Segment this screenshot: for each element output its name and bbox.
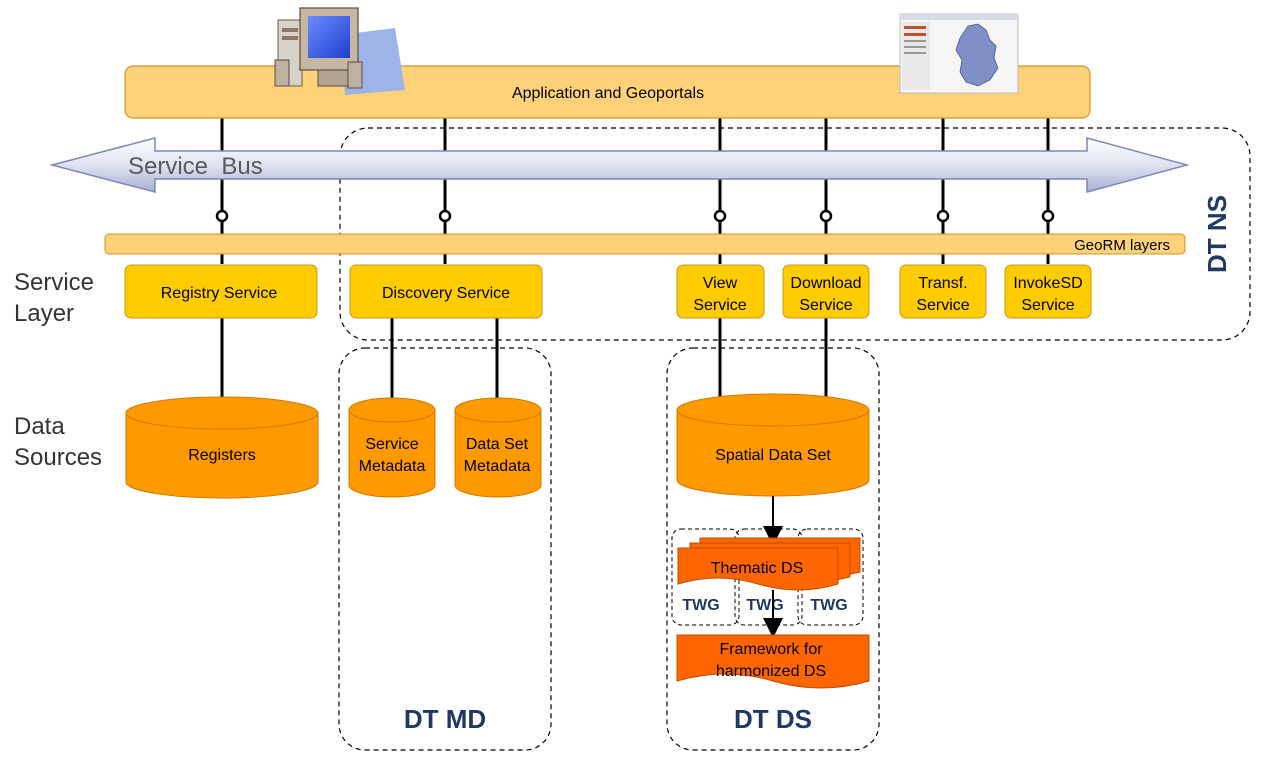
transf-service-box: [899, 264, 987, 319]
data-set-metadata-label-line2: Metadata: [464, 458, 531, 475]
geoportal-map-screenshot-icon: [899, 13, 1019, 94]
dt-ns-label: DT NS: [1202, 195, 1232, 273]
service-bus-arrow: [49, 137, 1190, 193]
service-layer-label-line2: Layer: [14, 300, 74, 327]
download-service-label-line2: Service: [799, 297, 852, 314]
data-set-metadata-label-line1: Data Set: [466, 436, 529, 453]
dt-md-label: DT MD: [404, 704, 486, 734]
view-service-label-line2: Service: [693, 297, 746, 314]
service-junctions: [215, 209, 1055, 223]
service-layer-label-line1: Service: [14, 269, 94, 296]
transf-service-label-line2: Service: [916, 297, 969, 314]
twg-label-2: TWG: [746, 597, 783, 614]
invokesd-service-label-line1: InvokeSD: [1013, 275, 1082, 292]
registers-label: Registers: [188, 447, 256, 464]
data-sources-label-line2: Sources: [14, 444, 102, 471]
service-metadata-label-line2: Metadata: [359, 458, 426, 475]
discovery-service-label: Discovery Service: [382, 285, 510, 302]
framework-label-line1: Framework for: [719, 641, 823, 658]
service-metadata-label-line1: Service: [365, 436, 418, 453]
application-geoportals-label: Application and Geoportals: [512, 85, 704, 102]
data-set-metadata-cylinder: Data Set Metadata: [454, 397, 542, 498]
registry-service-label: Registry Service: [161, 285, 278, 302]
invokesd-service-box: [1004, 264, 1092, 319]
framework-label-line2: harmonized DS: [716, 663, 826, 680]
invokesd-service-label-line2: Service: [1021, 297, 1074, 314]
thematic-ds-stack: Thematic DS: [677, 537, 861, 591]
registry-service-box: [124, 264, 318, 319]
framework-harmonized-ds: Framework for harmonized DS: [676, 634, 870, 689]
dt-md-group-boundary: [338, 347, 552, 751]
twg-label-3: TWG: [810, 597, 847, 614]
service-metadata-cylinder: Service Metadata: [348, 397, 436, 498]
georm-layers-label: GeoRM layers: [1074, 237, 1170, 254]
dt-ds-label: DT DS: [734, 704, 812, 734]
registers-cylinder: Registers: [125, 396, 319, 499]
georm-layers-bar: [104, 233, 1186, 255]
service-layer: Registry Service Discovery Service View …: [124, 264, 1092, 319]
view-service-label-line1: View: [703, 275, 738, 292]
discovery-service-box: [349, 264, 543, 319]
download-service-label-line1: Download: [790, 275, 861, 292]
spatial-data-set-label: Spatial Data Set: [715, 447, 831, 464]
download-service-box: [782, 264, 870, 319]
view-service-box: [676, 264, 765, 319]
desktop-computer-icon: [274, 7, 405, 95]
service-bus-label: Service Bus: [128, 153, 263, 180]
dt-ds-group-boundary: [666, 347, 880, 751]
thematic-ds-label: Thematic DS: [711, 560, 803, 577]
spatial-data-set-cylinder: Spatial Data Set: [676, 393, 870, 497]
transf-service-label-line1: Transf.: [918, 275, 967, 292]
twg-label-1: TWG: [682, 597, 719, 614]
data-sources-label-line1: Data: [14, 413, 65, 440]
